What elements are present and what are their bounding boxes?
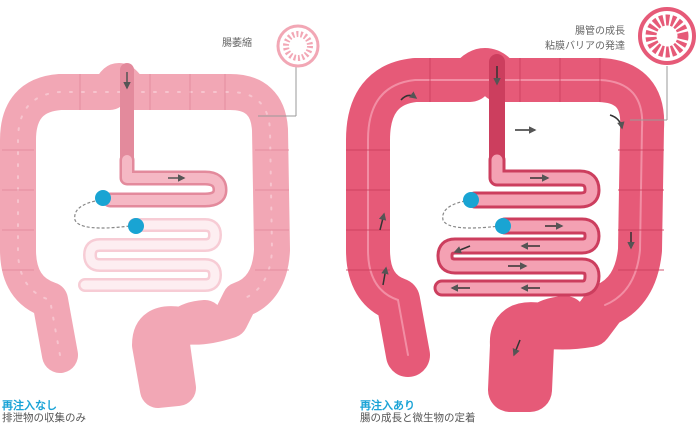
right-stoma-upper [463, 192, 479, 208]
left-small-intestine-atrophic [85, 225, 215, 285]
right-callout-label-line2: 粘膜バリアの発達 [545, 37, 625, 52]
left-stoma-lower [128, 218, 144, 234]
left-intestine [2, 70, 289, 390]
left-stoma-upper [95, 190, 111, 206]
right-callout-label-line1: 腸管の成長 [575, 22, 625, 37]
right-stoma-lower [495, 218, 511, 234]
right-caption-description: 腸の成長と微生物の定着 [360, 410, 476, 425]
left-caption-description: 排泄物の収集のみ [2, 410, 86, 425]
right-intestine [346, 58, 664, 390]
left-callout-label: 腸萎縮 [222, 34, 252, 49]
left-colon [18, 81, 272, 390]
